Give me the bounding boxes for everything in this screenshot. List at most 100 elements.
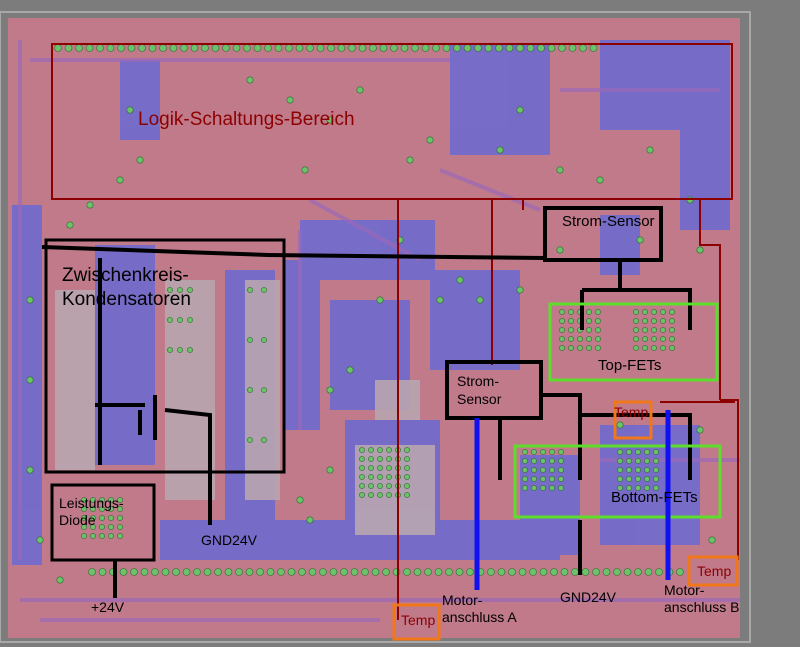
via	[277, 568, 285, 576]
via	[247, 387, 253, 393]
via	[653, 476, 659, 482]
plus24v-label: +24V	[91, 599, 125, 615]
via	[642, 318, 648, 324]
via	[642, 345, 648, 351]
motor-b-label-line1: Motor-	[664, 582, 705, 598]
via	[696, 246, 704, 254]
via	[138, 44, 146, 52]
via	[81, 497, 87, 503]
motor-a-label-line2: anschluss A	[442, 609, 517, 625]
via	[549, 458, 555, 464]
via	[368, 474, 374, 480]
via	[81, 533, 87, 539]
via	[99, 497, 105, 503]
via	[613, 568, 621, 576]
via	[595, 309, 601, 315]
via	[286, 96, 294, 104]
via	[635, 467, 641, 473]
via	[424, 568, 432, 576]
via	[633, 327, 639, 333]
bottom-fets-box	[513, 444, 722, 519]
via	[36, 536, 44, 544]
via	[568, 309, 574, 315]
via	[617, 467, 623, 473]
via	[359, 456, 365, 462]
via	[476, 296, 484, 304]
via	[529, 568, 537, 576]
via	[549, 476, 555, 482]
via	[359, 483, 365, 489]
via	[522, 485, 528, 491]
current-sensor-mid-box	[445, 360, 543, 420]
motor-lines	[474, 410, 671, 590]
via	[635, 485, 641, 491]
via	[187, 347, 193, 353]
via	[540, 449, 546, 455]
via	[581, 568, 590, 576]
via	[516, 286, 524, 294]
via	[130, 568, 138, 576]
via	[368, 483, 374, 489]
via	[369, 44, 377, 52]
via	[390, 44, 398, 52]
via	[148, 44, 157, 52]
via	[568, 336, 574, 342]
via	[117, 497, 123, 503]
via	[243, 44, 251, 52]
via	[708, 536, 716, 544]
via	[81, 506, 87, 512]
via	[108, 497, 114, 503]
via	[274, 44, 283, 52]
via	[539, 568, 548, 576]
via	[669, 345, 675, 351]
via	[298, 568, 306, 576]
via	[644, 568, 653, 576]
via	[522, 449, 528, 455]
via	[696, 426, 704, 434]
via	[644, 467, 650, 473]
via	[633, 345, 639, 351]
via	[371, 568, 380, 576]
via	[361, 568, 369, 576]
via	[660, 327, 666, 333]
via	[651, 318, 657, 324]
via	[484, 44, 493, 52]
via	[592, 568, 600, 576]
via	[359, 465, 365, 471]
via	[295, 44, 304, 52]
red-traces	[397, 199, 739, 620]
via	[117, 515, 123, 521]
dc-link-caps-label-line1: Zwischenkreis-	[62, 265, 189, 286]
via	[306, 516, 314, 524]
via	[456, 276, 464, 284]
via	[568, 345, 574, 351]
via	[400, 44, 409, 52]
via	[550, 568, 558, 576]
via	[117, 524, 123, 530]
via	[644, 485, 650, 491]
via	[319, 568, 327, 576]
via	[245, 568, 254, 576]
via	[136, 156, 144, 164]
via	[403, 568, 411, 576]
via	[151, 568, 159, 576]
via	[377, 474, 383, 480]
via	[108, 524, 114, 530]
via	[379, 44, 388, 52]
via	[326, 466, 334, 474]
via	[617, 449, 623, 455]
via	[531, 467, 537, 473]
via	[516, 106, 524, 114]
via	[261, 337, 267, 343]
via	[404, 483, 410, 489]
via	[487, 568, 495, 576]
via	[651, 309, 657, 315]
via	[642, 309, 648, 315]
via	[404, 465, 410, 471]
via	[623, 568, 632, 576]
gnd-left-label: GND24V	[201, 532, 258, 548]
via	[117, 44, 125, 52]
via	[531, 485, 537, 491]
via	[296, 496, 304, 504]
via	[177, 317, 183, 323]
